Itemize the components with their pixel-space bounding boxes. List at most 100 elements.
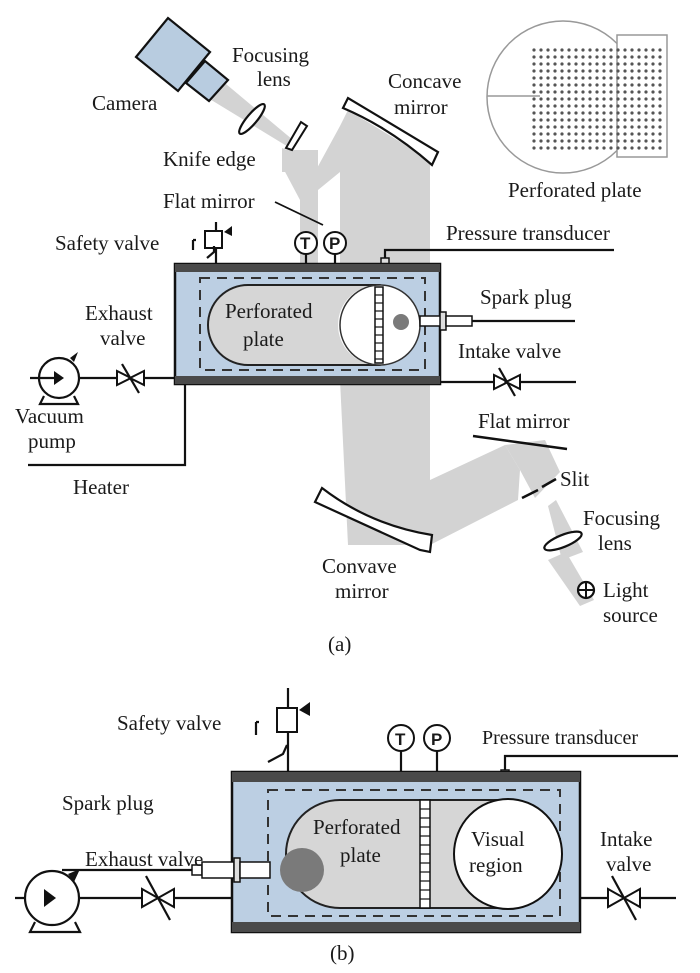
perforation-hole (588, 146, 592, 150)
perforation-hole (539, 76, 543, 80)
perforation-hole (539, 62, 543, 66)
perforation-hole (532, 97, 536, 101)
perforation-hole (567, 97, 571, 101)
perforation-hole (553, 69, 557, 73)
intake-valve-icon-b (580, 875, 676, 921)
perforation-hole (574, 55, 578, 59)
perforation-hole (602, 76, 606, 80)
perforation-hole (623, 55, 627, 59)
perforation-hole (581, 104, 585, 108)
svg-text:P: P (329, 234, 340, 253)
perforation-hole (560, 62, 564, 66)
perforation-hole (546, 55, 550, 59)
perforation-hole (651, 146, 655, 150)
perforation-hole (546, 125, 550, 129)
perforation-hole (560, 76, 564, 80)
perforation-hole (581, 90, 585, 94)
perforation-hole (602, 90, 606, 94)
perforation-hole (637, 48, 641, 52)
perforation-hole (532, 125, 536, 129)
visual-region-label-1: Visual (471, 827, 525, 851)
perforation-hole (658, 111, 662, 115)
concave-mirror-label-1: Concave (388, 69, 461, 93)
concave-mirror-icon (341, 96, 440, 167)
perforation-hole (532, 76, 536, 80)
perforation-hole (630, 48, 634, 52)
spark-kernel (393, 314, 409, 330)
perforation-hole (539, 132, 543, 136)
light-source-label-1: Light (603, 578, 649, 602)
perforation-hole (637, 83, 641, 87)
perforation-hole (574, 90, 578, 94)
perforation-hole (616, 76, 620, 80)
visual-region-label-2: region (469, 853, 523, 877)
perforation-hole (609, 118, 613, 122)
perforation-hole (588, 118, 592, 122)
perforation-hole (553, 111, 557, 115)
perforation-hole (602, 97, 606, 101)
perforation-hole (574, 104, 578, 108)
perforation-hole (553, 48, 557, 52)
focusing-lens-top-label-2: lens (257, 67, 291, 91)
heater-label: Heater (73, 475, 129, 499)
perforation-hole (560, 125, 564, 129)
perforation-hole (546, 48, 550, 52)
knife-edge-icon (284, 120, 309, 152)
perforation-hole (567, 62, 571, 66)
perforation-hole (539, 83, 543, 87)
perforation-hole (602, 146, 606, 150)
figure-b: Safety valve T P Pressure transducer (15, 688, 678, 965)
perforation-hole (560, 55, 564, 59)
perforation-hole (616, 90, 620, 94)
perforation-hole (574, 118, 578, 122)
perforation-hole (595, 55, 599, 59)
focusing-lens-top-label-1: Focusing (232, 43, 310, 67)
safety-valve-label-b: Safety valve (117, 711, 221, 735)
perforation-hole (532, 118, 536, 122)
perforation-hole (539, 69, 543, 73)
convave-mirror-label-2: mirror (335, 579, 389, 603)
perforation-hole (574, 83, 578, 87)
figure-a: Camera Focusing lens Knife edge Concave … (15, 16, 668, 656)
perforation-hole (532, 146, 536, 150)
intake-valve-label-b-2: valve (606, 852, 651, 876)
flat-mirror-leader (274, 201, 324, 226)
perforation-hole (588, 69, 592, 73)
perforation-hole (581, 69, 585, 73)
perforation-hole (616, 118, 620, 122)
focusing-lens-bottom-label-2: lens (598, 531, 632, 555)
perforation-hole (630, 90, 634, 94)
perforation-hole (630, 62, 634, 66)
perforation-hole (595, 104, 599, 108)
perforation-hole (560, 83, 564, 87)
perforation-hole (553, 55, 557, 59)
perforated-plate-label-b-1: Perforated (313, 815, 401, 839)
perforation-hole (532, 83, 536, 87)
perforation-hole (546, 139, 550, 143)
spark-plug-icon-a (419, 311, 575, 331)
camera-icon (134, 16, 230, 103)
perforation-hole (630, 55, 634, 59)
caption-b: (b) (330, 941, 355, 965)
perforation-hole (651, 90, 655, 94)
perforation-hole (609, 146, 613, 150)
perforation-hole (567, 90, 571, 94)
perforation-hole (644, 104, 648, 108)
perforation-hole (581, 146, 585, 150)
perforation-hole (602, 69, 606, 73)
perforation-hole (567, 104, 571, 108)
focusing-lens-bottom-icon (543, 530, 583, 552)
perforation-hole (651, 111, 655, 115)
perforation-hole (581, 118, 585, 122)
vacuum-pump-icon-b (23, 869, 82, 934)
perforation-hole (602, 48, 606, 52)
perforation-hole (581, 97, 585, 101)
perforation-hole (574, 97, 578, 101)
perforation-hole (630, 146, 634, 150)
perforated-plate-label-a-2: plate (243, 327, 284, 351)
perforation-hole (644, 125, 648, 129)
perforation-hole (574, 62, 578, 66)
perforation-hole (581, 55, 585, 59)
perforation-hole (574, 125, 578, 129)
